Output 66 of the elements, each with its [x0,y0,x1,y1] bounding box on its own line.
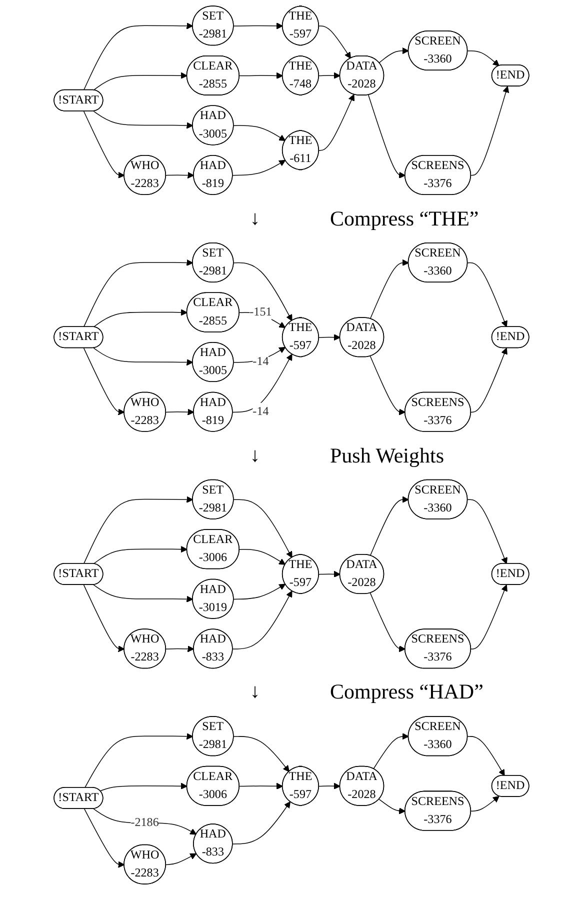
edge-label: -2186 [130,816,158,829]
arrow [318,94,354,151]
arrow [372,733,408,770]
arrow [92,546,187,564]
arrow [318,26,351,59]
down-arrow: ↓ [250,680,260,704]
arrow [92,808,196,835]
step-caption: Compress “HAD” [330,680,484,705]
arrow [165,408,194,416]
arrow [318,334,340,341]
arrow [165,853,196,866]
arrow [238,782,283,790]
arrow [82,22,193,91]
arrow [232,584,286,600]
arrow [232,22,283,30]
arrow [82,496,193,564]
arrow [84,733,193,788]
step-caption: Compress “THE” [330,206,479,232]
arrow [165,172,194,179]
arrow [232,590,292,650]
arrow [232,801,290,844]
arrow [92,309,187,328]
arrow [238,72,283,80]
arrow [82,348,124,416]
arrow [378,798,406,814]
arrow [82,584,124,652]
arrow [466,262,508,328]
arrow [369,356,406,416]
step-caption: Push Weights [330,443,444,468]
arrow [466,50,499,66]
arrow [238,549,286,565]
arrow [232,160,286,176]
arrow [232,736,290,772]
arrow [369,259,408,320]
arrow [232,262,292,322]
arrow [378,47,408,64]
arrow [470,584,507,650]
arrow [369,496,408,556]
arrow [232,125,286,142]
down-arrow: ↓ [250,207,260,230]
down-arrow: ↓ [250,444,260,468]
arrow [82,110,124,178]
arrow [92,110,193,129]
arrow [318,72,340,79]
arrow [232,354,292,413]
arrow [92,72,187,91]
arrow [92,348,193,366]
arrow [92,584,193,602]
arrow [232,346,286,363]
arrow [165,646,194,652]
arrow [466,499,508,564]
arrow [368,94,406,178]
arrow [82,259,193,328]
arrow [466,736,504,776]
edge-label: -151 [249,305,272,318]
arrow [318,782,340,790]
arrow [84,808,124,868]
arrow [318,570,340,578]
arrow [470,796,499,812]
arrow [232,499,292,558]
arrow [369,592,406,652]
arrow [470,86,509,176]
edge-label: -14 [252,355,268,368]
arrow [99,782,187,792]
arrow [470,348,507,413]
edge-label: -14 [252,405,268,418]
